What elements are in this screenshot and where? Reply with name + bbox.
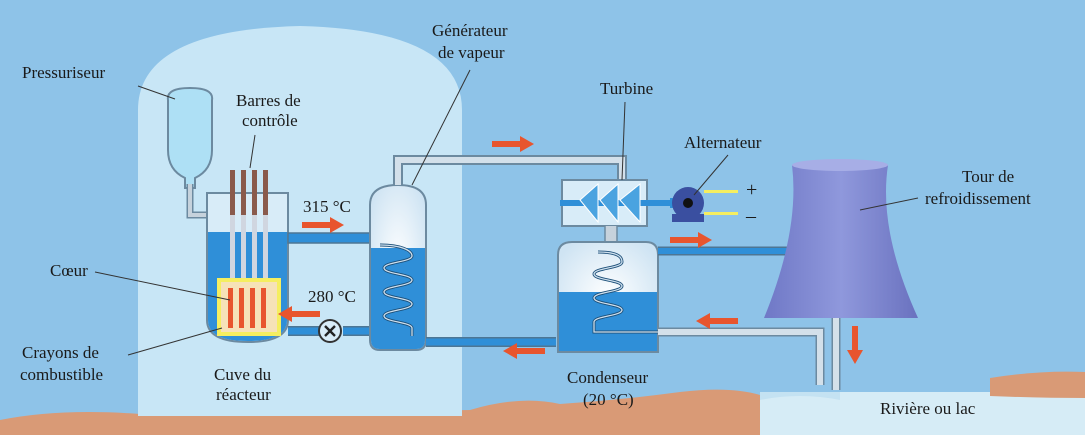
steam-generator (369, 183, 427, 351)
cooling-loop (658, 318, 841, 390)
label-temp-cold: 280 °C (308, 287, 356, 306)
flow-arrows (278, 136, 863, 364)
label-cuve-line2: réacteur (216, 385, 271, 404)
condenser (557, 241, 795, 353)
arrow-icon (492, 136, 534, 152)
arrow-icon (847, 326, 863, 364)
label-riviere: Rivière ou lac (880, 399, 976, 418)
label-crayons-line1: Crayons de (22, 343, 99, 362)
label-tour-line2: refroidissement (925, 189, 1031, 208)
arrow-icon (503, 343, 545, 359)
label-coeur: Cœur (50, 261, 88, 280)
label-minus: – (745, 205, 757, 227)
leader-lines (94, 69, 919, 356)
turbine (560, 179, 670, 249)
label-barres-line1: Barres de (236, 91, 301, 110)
reactor-vessel (206, 170, 289, 344)
label-condenseur-line1: Condenseur (567, 368, 649, 387)
arrow-icon (278, 306, 320, 322)
label-barres-line2: contrôle (242, 111, 298, 130)
label-plus: + (746, 179, 757, 201)
alternator (670, 187, 738, 222)
control-rods (230, 170, 268, 280)
fuel-rods (228, 288, 266, 328)
label-crayons-line2: combustible (20, 365, 103, 384)
label-condenseur-line2: (20 °C) (583, 390, 634, 409)
arrow-icon (670, 232, 712, 248)
arrow-icon (302, 217, 344, 233)
label-turbine: Turbine (600, 79, 653, 98)
cooling-tower (764, 159, 918, 318)
label-cuve-line1: Cuve du (214, 365, 272, 384)
label-generateur-line2: de vapeur (438, 43, 505, 62)
label-temp-hot: 315 °C (303, 197, 351, 216)
label-generateur-line1: Générateur (432, 21, 508, 40)
labels: Pressuriseur Barres de contrôle Générate… (20, 21, 1031, 418)
river (760, 392, 1085, 435)
label-alternateur: Alternateur (684, 133, 762, 152)
label-pressuriseur: Pressuriseur (22, 63, 105, 82)
arrow-icon (696, 313, 738, 329)
label-tour-line1: Tour de (962, 167, 1014, 186)
